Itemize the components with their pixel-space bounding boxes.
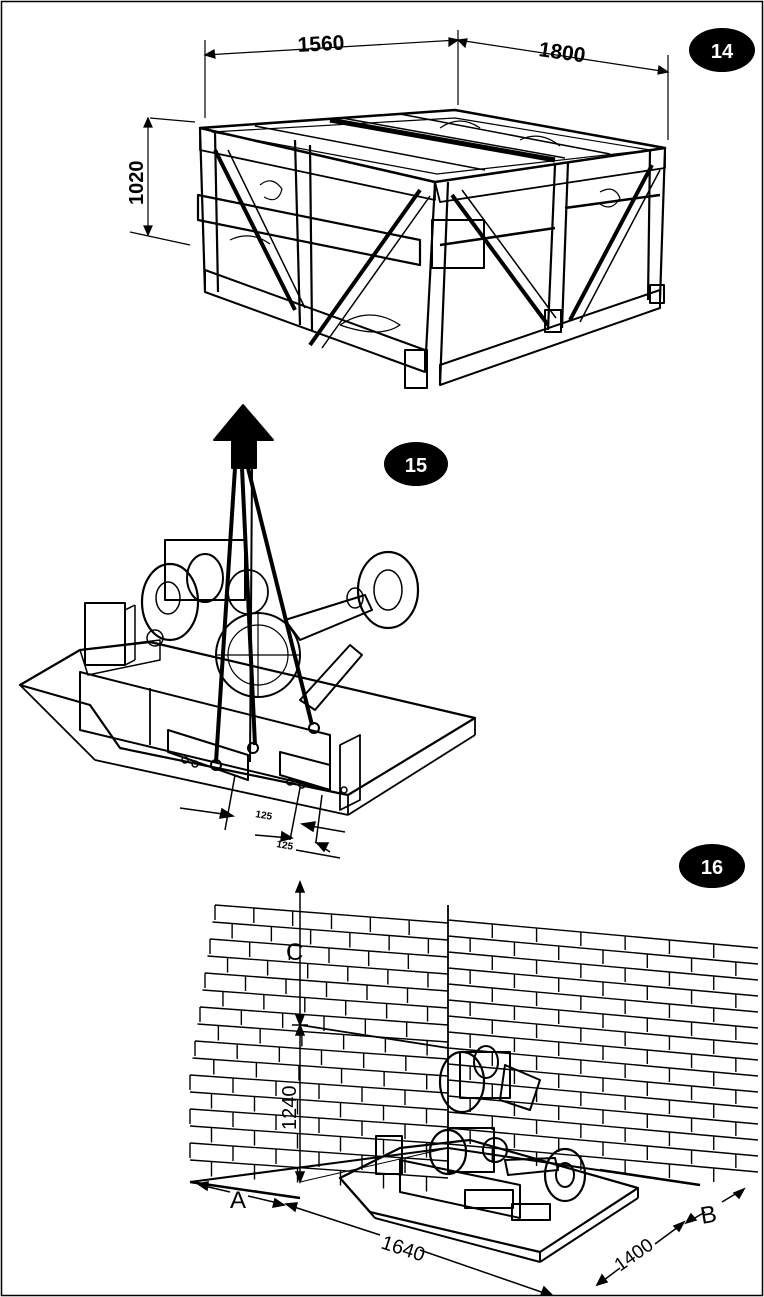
- clearance-b-label: B: [698, 1201, 718, 1230]
- figure-16-machine: [338, 1045, 640, 1263]
- brick-line: [447, 951, 759, 981]
- figure-15-badge: 15: [384, 442, 448, 486]
- height-1240-label: 1240: [279, 1086, 301, 1131]
- crate-height-label: 1020: [126, 161, 148, 206]
- brick-line: [197, 1023, 449, 1043]
- figure-14-number: 14: [711, 41, 734, 63]
- crate-depth-label: 1800: [537, 38, 586, 67]
- figure-16-dimensions: [196, 879, 746, 1296]
- brick-line: [189, 1125, 449, 1145]
- fork-spacing-label-2: 125: [275, 839, 294, 853]
- lift-arrow-icon: [213, 404, 274, 469]
- brick-line: [192, 1057, 449, 1077]
- brick-line: [447, 1079, 759, 1109]
- crate-width-label: 1560: [297, 32, 345, 57]
- brick-line: [447, 919, 759, 949]
- brick-line: [447, 1111, 759, 1141]
- left-wall-bricks: [189, 904, 449, 1192]
- depth-1400-label: 1400: [611, 1235, 658, 1276]
- figure-15-lifting: [18, 404, 477, 816]
- width-1640-label: 1640: [378, 1232, 427, 1267]
- clearance-c-label: C: [286, 939, 303, 966]
- figure-16-badge: 16: [679, 844, 745, 888]
- figure-14-dimensions: [129, 30, 670, 246]
- figure-15-dimensions: [179, 774, 346, 859]
- brick-line: [447, 1015, 759, 1045]
- figure-16-number: 16: [701, 857, 723, 879]
- brick-line: [189, 1091, 449, 1111]
- brick-line: [447, 983, 759, 1013]
- brick-line: [202, 989, 449, 1009]
- figure-14-badge: 14: [689, 28, 755, 72]
- brick-line: [212, 921, 449, 941]
- brick-line: [189, 1159, 449, 1179]
- brick-line: [207, 955, 449, 975]
- fork-spacing-label-1: 125: [254, 809, 273, 823]
- figure-15-number: 15: [405, 455, 427, 477]
- clearance-a-label: A: [230, 1187, 246, 1214]
- figure-14-crate: [196, 108, 667, 389]
